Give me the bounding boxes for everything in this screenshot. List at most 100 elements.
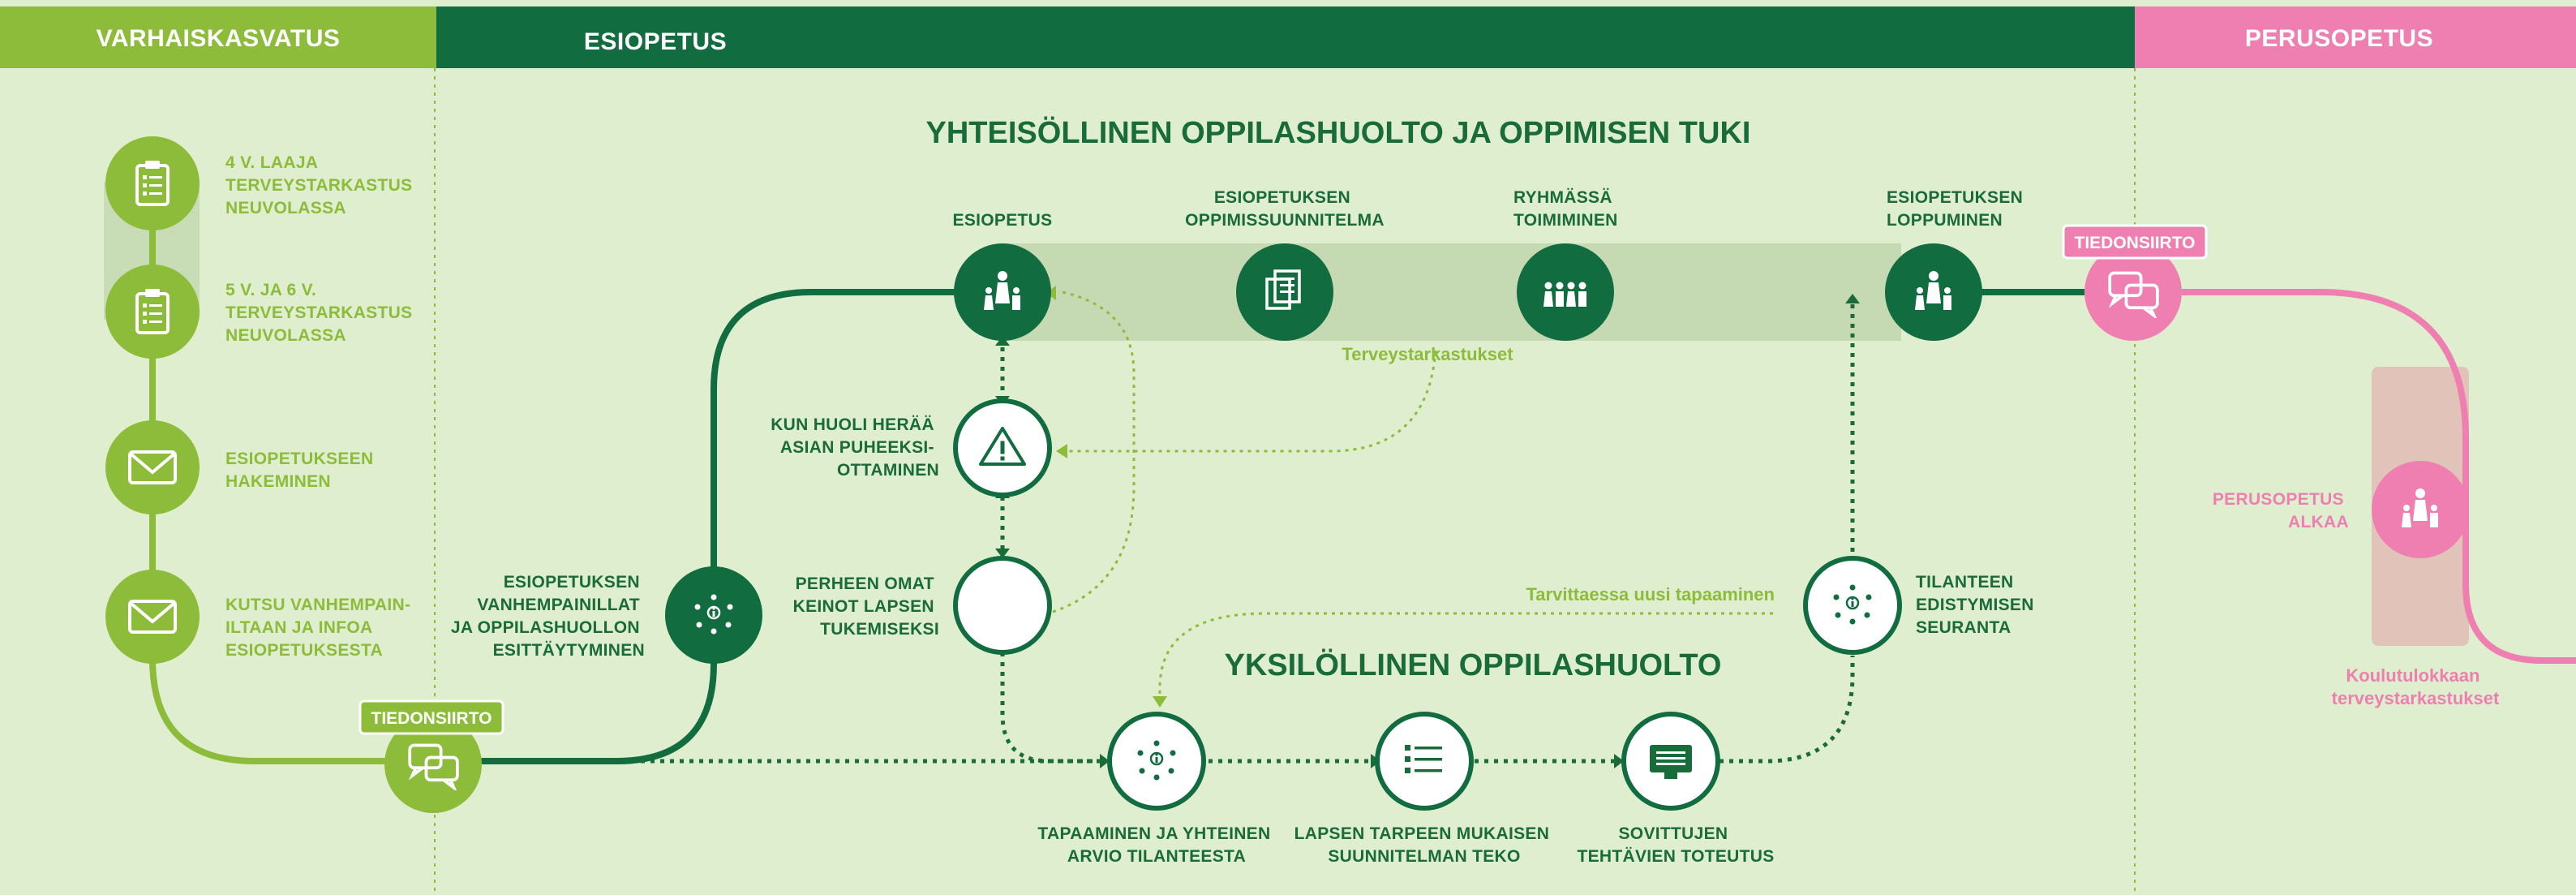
followup-node-label: TILANTEEN EDISTYMISEN SEURANTA <box>1916 573 2039 637</box>
family-node-label: PERHEEN OMAT KEINOT LAPSEN TUKEMISEKSI <box>793 574 939 639</box>
bottom-node-plan-line-1: LAPSEN TARPEEN MUKAISEN <box>1294 824 1550 843</box>
intro-node-line-3: JA OPPILASHUOLLON <box>451 618 640 637</box>
top-node-end-label: ESIOPETUKSEN LOPPUMINEN <box>1887 188 2028 230</box>
concern-node: KUN HUOLI HERÄÄ ASIAN PUHEEKSI- OTTAMINE… <box>771 398 1052 497</box>
top-node-group-line-1: RYHMÄSSÄ <box>1513 188 1612 207</box>
top-node-plan: ESIOPETUKSEN OPPIMISSUUNNITELMA <box>1185 188 1385 341</box>
title-community: YHTEISÖLLINEN OPPILASHUOLTO JA OPPIMISEN… <box>926 115 1751 150</box>
bottom-node-meeting-line-1: TAPAAMINEN JA YHTEINEN <box>1037 824 1270 843</box>
intro-node-label: ESIOPETUKSEN VANHEMPAINILLAT JA OPPILASH… <box>451 573 645 660</box>
family-node-line-3: TUKEMISEKSI <box>820 620 939 639</box>
left-node-1-label: 4 V. LAAJA TERVEYSTARKASTUS NEUVOLASSA <box>225 153 418 217</box>
top-node-plan-label: ESIOPETUKSEN OPPIMISSUUNNITELMA <box>1185 188 1385 230</box>
basic-start-line-2: ALKAA <box>2288 513 2349 531</box>
left-node-3-circle <box>105 420 200 514</box>
right-transfer-node: TIEDONSIIRTO <box>2062 224 2208 341</box>
school-checks-label: Koulutulokkaan terveystarkastukset <box>2332 665 2500 708</box>
top-node-group-line-2: TOIMIMINEN <box>1513 211 1618 230</box>
top-node-plan-line-1: ESIOPETUKSEN <box>1214 188 1350 207</box>
intro-node-line-2: VANHEMPAINILLAT <box>477 596 639 614</box>
top-node-esiopetus: ESIOPETUS <box>953 211 1053 341</box>
dark-dotted-paths <box>641 302 1855 764</box>
school-checks-line-1: Koulutulokkaan <box>2346 665 2479 686</box>
left-node-1-line-3: NEUVOLASSA <box>225 199 346 217</box>
intro-node-line-4: ESITTÄYTYMINEN <box>493 641 645 660</box>
left-node-4: KUTSU VANHEMPAIN- ILTAAN JA INFOA ESIOPE… <box>105 570 415 664</box>
top-node-esiopetus-label: ESIOPETUS <box>953 211 1053 230</box>
family-node: PERHEEN OMAT KEINOT LAPSEN TUKEMISEKSI <box>793 556 1052 655</box>
concern-node-label: KUN HUOLI HERÄÄ ASIAN PUHEEKSI- OTTAMINE… <box>771 415 939 480</box>
top-node-end-line-1: ESIOPETUKSEN <box>1887 188 2023 207</box>
followup-node-line-2: EDISTYMISEN <box>1916 596 2034 614</box>
dotted-new-meeting <box>1158 612 1773 696</box>
top-node-end: ESIOPETUKSEN LOPPUMINEN <box>1885 188 2028 341</box>
left-node-2-line-3: NEUVOLASSA <box>225 326 346 345</box>
title-individual: YKSILÖLLINEN OPPILASHUOLTO <box>1225 648 1722 682</box>
bottom-node-meeting: TAPAAMINEN JA YHTEINEN ARVIO TILANTEESTA <box>1037 712 1270 866</box>
concern-node-line-2: ASIAN PUHEEKSI- <box>780 438 934 457</box>
bottom-node-plan-circle <box>1375 712 1474 811</box>
followup-node-line-3: SEURANTA <box>1916 618 2011 637</box>
left-node-2-line-2: TERVEYSTARKASTUS <box>225 303 412 322</box>
light-dotted-paths <box>1052 290 1773 696</box>
right-transfer-badge-text: TIEDONSIIRTO <box>2075 234 2196 252</box>
family-node-line-1: PERHEEN OMAT <box>796 574 934 593</box>
top-node-end-line-2: LOPPUMINEN <box>1887 211 2003 230</box>
top-node-group-circle <box>1517 243 1614 341</box>
family-node-line-2: KEINOT LAPSEN <box>793 597 934 616</box>
intro-node: ESIOPETUKSEN VANHEMPAINILLAT JA OPPILASH… <box>451 566 762 664</box>
left-node-4-line-2: ILTAAN JA INFOA <box>225 618 372 637</box>
health-checks-label: Terveystarkastukset <box>1342 344 1513 364</box>
pink-path <box>2182 289 2576 664</box>
followup-node-line-1: TILANTEEN <box>1916 573 2014 592</box>
left-transfer-badge <box>358 699 504 735</box>
left-node-4-label: KUTSU VANHEMPAIN- ILTAAN JA INFOA ESIOPE… <box>225 596 415 660</box>
followup-node: TILANTEEN EDISTYMISEN SEURANTA <box>1803 556 2039 655</box>
left-transfer-node: TIEDONSIIRTO <box>358 699 504 813</box>
bottom-node-meeting-line-2: ARVIO TILANTEESTA <box>1067 847 1246 866</box>
basic-start-label: PERUSOPETUS ALKAA <box>2213 490 2349 531</box>
basic-start-line-1: PERUSOPETUS <box>2213 490 2344 509</box>
left-node-4-line-1: KUTSU VANHEMPAIN- <box>225 596 410 614</box>
left-node-1-circle <box>105 136 200 230</box>
intro-node-line-1: ESIOPETUKSEN <box>504 573 640 592</box>
left-node-2: 5 V. JA 6 V. TERVEYSTARKASTUS NEUVOLASSA <box>105 265 418 359</box>
top-node-plan-line-2: OPPIMISSUUNNITELMA <box>1185 211 1385 230</box>
left-node-3-label: ESIOPETUKSEEN HAKEMINEN <box>225 450 379 491</box>
left-node-3-line-2: HAKEMINEN <box>225 472 331 491</box>
bottom-node-do-line-1: SOVITTUJEN <box>1619 824 1728 843</box>
header-pre-bg <box>436 6 2135 68</box>
left-node-2-label: 5 V. JA 6 V. TERVEYSTARKASTUS NEUVOLASSA <box>225 281 418 345</box>
bottom-node-do-label: SOVITTUJEN TEHTÄVIEN TOTEUTUS <box>1577 824 1774 866</box>
basic-start-node: PERUSOPETUS ALKAA <box>2213 461 2469 558</box>
header-pre: ESIOPETUS <box>584 28 727 55</box>
top-row-band <box>999 243 1901 341</box>
left-node-4-line-3: ESIOPETUKSESTA <box>225 641 383 660</box>
header-basic-bg <box>2135 6 2576 68</box>
right-transfer-circle <box>2084 243 2182 341</box>
bottom-node-plan: LAPSEN TARPEEN MUKAISEN SUUNNITELMAN TEK… <box>1294 712 1550 866</box>
concern-node-line-3: OTTAMINEN <box>837 461 939 480</box>
dotted-do-followup <box>1719 656 1855 764</box>
left-node-2-circle <box>105 265 200 359</box>
bottom-node-do: SOVITTUJEN TEHTÄVIEN TOTEUTUS <box>1577 712 1774 866</box>
top-node-group: RYHMÄSSÄ TOIMIMINEN <box>1513 188 1618 341</box>
left-node-4-circle <box>105 570 200 664</box>
header-basic: PERUSOPETUS <box>2245 25 2433 52</box>
left-node-1-line-2: TERVEYSTARKASTUS <box>225 176 412 195</box>
left-node-2-line-1: 5 V. JA 6 V. <box>225 281 316 299</box>
header-early-bg <box>0 6 436 68</box>
left-node-3: ESIOPETUKSEEN HAKEMINEN <box>105 420 379 514</box>
left-node-1-line-1: 4 V. LAAJA <box>225 153 318 172</box>
top-node-group-label: RYHMÄSSÄ TOIMIMINEN <box>1513 188 1618 230</box>
dark-arrowheads <box>995 294 1860 768</box>
left-node-1: 4 V. LAAJA TERVEYSTARKASTUS NEUVOLASSA <box>105 136 418 230</box>
school-checks-line-2: terveystarkastukset <box>2332 688 2500 708</box>
left-path <box>149 183 389 764</box>
bottom-node-do-line-2: TEHTÄVIEN TOTEUTUS <box>1577 847 1774 866</box>
header-early: VARHAISKASVATUS <box>97 25 341 52</box>
main-path <box>477 289 2084 764</box>
light-arrowheads <box>1046 286 1167 708</box>
